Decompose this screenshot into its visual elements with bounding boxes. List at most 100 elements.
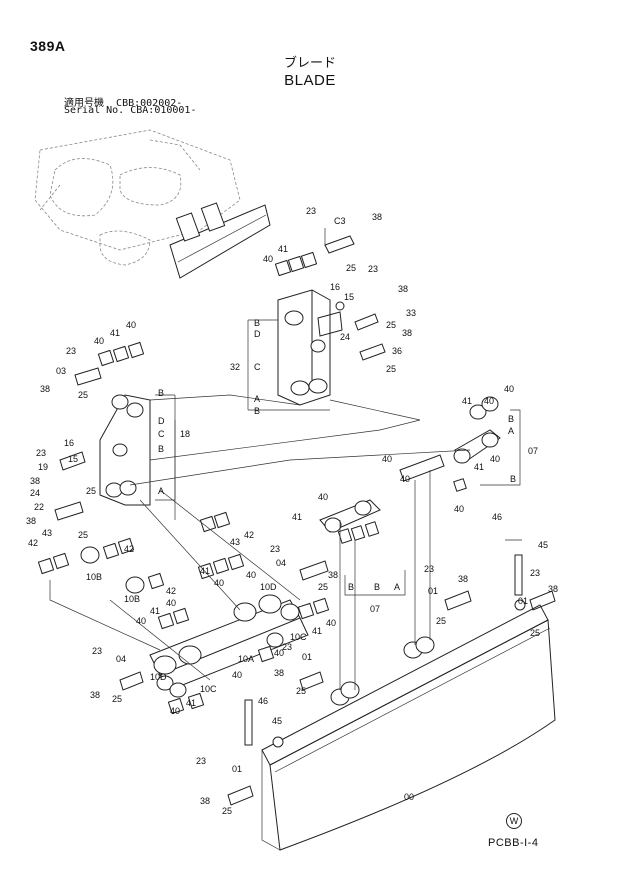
callout-label: 07 [370, 604, 380, 614]
callout-label: B [374, 582, 380, 592]
leader-lines [49, 319, 521, 690]
middle-linkage [319, 499, 381, 544]
callout-label: 42 [28, 538, 38, 548]
callout-label: 24 [30, 488, 40, 498]
callout-label: A [158, 486, 164, 496]
callout-label: 41 [462, 396, 472, 406]
callout-label: 25 [78, 530, 88, 540]
serial-row-en: Serial No. CBA:010001- [64, 105, 196, 116]
callout-label: 41 [292, 512, 302, 522]
callout-label: B [348, 582, 354, 592]
callout-label: 46 [492, 512, 502, 522]
callout-label: 38 [458, 574, 468, 584]
main-blade-00 [261, 599, 556, 851]
callout-label: C [158, 429, 165, 439]
callout-label: 23 [36, 448, 46, 458]
callout-label: 04 [276, 558, 286, 568]
callout-label: 23 [368, 264, 378, 274]
callout-label: 22 [34, 502, 44, 512]
callout-label: 40 [232, 670, 242, 680]
callout-label: A [508, 426, 514, 436]
callout-label: 38 [274, 668, 284, 678]
serial-en-label: Serial No. [64, 105, 125, 116]
callout-label: B [158, 388, 164, 398]
callout-label: 10D [150, 672, 167, 682]
callout-label: 23 [306, 206, 316, 216]
w-mark-icon: W [506, 813, 522, 829]
callout-label: 42 [244, 530, 254, 540]
callout-label: 25 [86, 486, 96, 496]
callout-label: 25 [78, 390, 88, 400]
callout-label: 23 [196, 756, 206, 766]
callout-label: 03 [56, 366, 66, 376]
callout-label: B [158, 444, 164, 454]
callout-label: C3 [334, 216, 346, 226]
callout-label: 42 [166, 586, 176, 596]
callout-label: 40 [382, 454, 392, 464]
pivot-bracket-32 [277, 289, 343, 406]
callout-label: 45 [538, 540, 548, 550]
callout-label: 40 [246, 570, 256, 580]
callout-label: 40 [94, 336, 104, 346]
callout-label: 10C [290, 632, 307, 642]
callout-label: 40 [214, 578, 224, 588]
machine-outline [34, 129, 241, 266]
callout-label: 25 [530, 628, 540, 638]
washer-stack-top [274, 251, 318, 277]
callout-label: 16 [330, 282, 340, 292]
callout-label: D [254, 329, 261, 339]
washer-stacks-middle [37, 511, 330, 715]
callout-label: 25 [436, 616, 446, 626]
serial-en-value: CBA:010001- [130, 105, 197, 116]
title-japanese: ブレード [283, 56, 336, 71]
callout-label: 41 [110, 328, 120, 338]
callout-label: 23 [424, 564, 434, 574]
title-english: BLADE [284, 72, 336, 89]
callout-label: 24 [340, 332, 350, 342]
callout-label: 10A [238, 654, 254, 664]
callout-label: 40 [326, 618, 336, 628]
callout-label: 43 [230, 537, 240, 547]
callout-label: 23 [282, 642, 292, 652]
callout-label: 25 [318, 582, 328, 592]
callout-label: 10B [124, 594, 140, 604]
callout-label: B [510, 474, 516, 484]
callout-label: 01 [302, 652, 312, 662]
callout-label: 38 [200, 796, 210, 806]
callout-label: 40 [136, 616, 146, 626]
callout-label: 45 [272, 716, 282, 726]
callout-label: 43 [42, 528, 52, 538]
callout-label: 01 [518, 596, 528, 606]
callout-label: 46 [258, 696, 268, 706]
callout-label: A [254, 394, 260, 404]
left-bracket-18 [99, 394, 151, 506]
callout-label: 25 [112, 694, 122, 704]
callout-label: 40 [166, 598, 176, 608]
callout-label: 25 [346, 263, 356, 273]
callout-label: 40 [170, 706, 180, 716]
callout-label: 19 [38, 462, 48, 472]
callout-label: 40 [318, 492, 328, 502]
callout-label: 10D [260, 582, 277, 592]
callout-label: 33 [406, 308, 416, 318]
callout-label: 40 [484, 396, 494, 406]
callout-label: 38 [402, 328, 412, 338]
callout-label: 25 [386, 364, 396, 374]
callout-label: 40 [274, 648, 284, 658]
pins-lower [119, 560, 556, 806]
callout-label: 32 [230, 362, 240, 372]
callout-label: 00 [404, 792, 414, 802]
callout-label: 41 [200, 566, 210, 576]
callout-label: 04 [116, 654, 126, 664]
push-frame [80, 546, 309, 698]
callout-label: 25 [296, 686, 306, 696]
callout-label: 01 [428, 586, 438, 596]
callout-label: B [508, 414, 514, 424]
callout-label: 23 [66, 346, 76, 356]
callout-label: 36 [392, 346, 402, 356]
pins-top-right [324, 228, 386, 361]
callout-label: 41 [312, 626, 322, 636]
washer-stack-left [54, 341, 145, 521]
callout-label: 38 [30, 476, 40, 486]
callout-label: 23 [92, 646, 102, 656]
